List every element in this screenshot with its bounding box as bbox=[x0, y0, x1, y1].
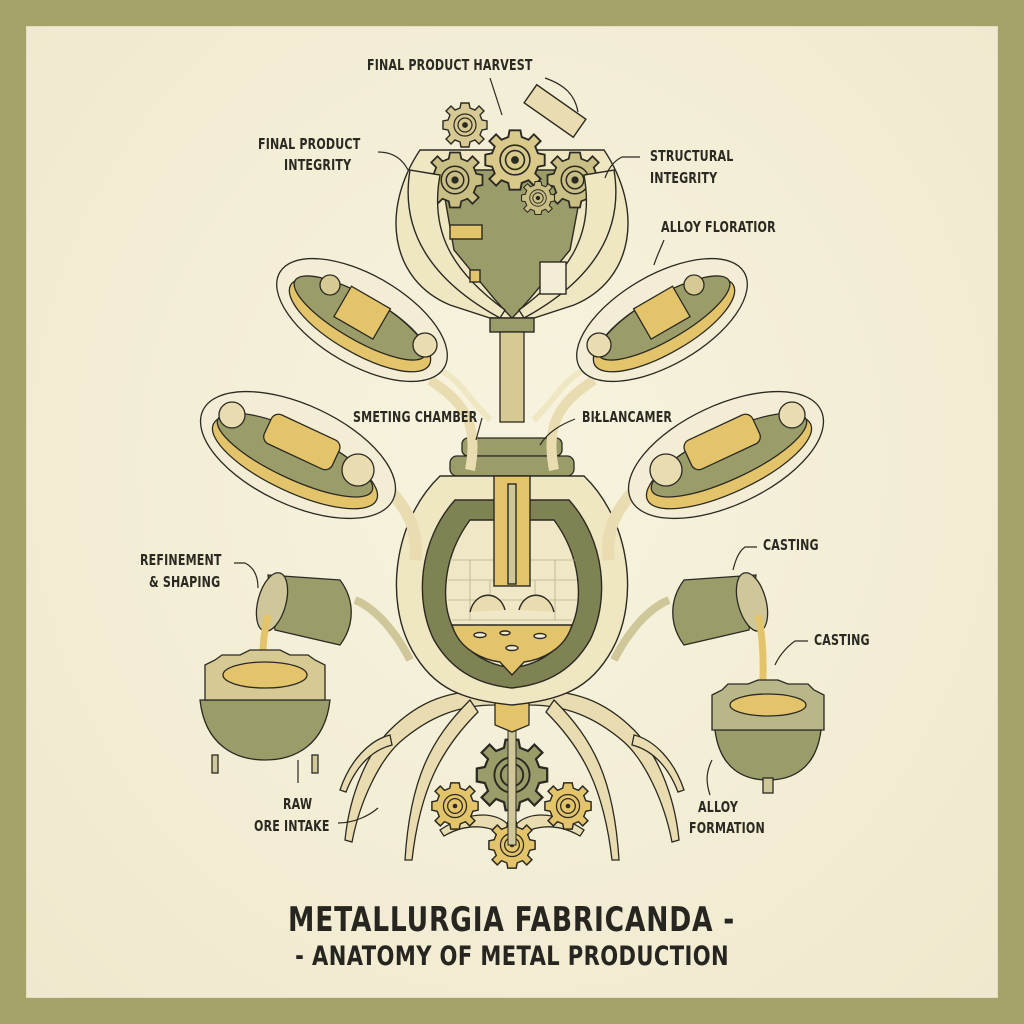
label-alloy-formation-line1: ALLOY bbox=[698, 798, 739, 816]
label-final-product-harvest: FINAL PRODUCT HARVEST bbox=[367, 56, 533, 74]
label-bilancamer: BIŁLANCAMER bbox=[582, 408, 673, 426]
right-gear-pot bbox=[711, 679, 825, 794]
poster-title: METALLURGIA FABRICANDA - bbox=[0, 900, 1024, 940]
label-smeting-chamber: SMETING CHAMBER bbox=[353, 408, 478, 426]
label-raw-ore-line1: RAW bbox=[283, 795, 313, 813]
label-alloy-floratior: ALLOY FLORATIOR bbox=[661, 218, 776, 236]
poster-title-text: METALLURGIA FABRICANDA - bbox=[288, 900, 736, 940]
label-refinement-line1: REFINEMENT bbox=[140, 551, 222, 569]
roots bbox=[339, 689, 685, 861]
left-gear-pot bbox=[199, 649, 331, 774]
central-stem bbox=[438, 331, 586, 477]
label-alloy-formation-line2: FORMATION bbox=[689, 819, 765, 837]
label-final-product-integrity-line2: INTEGRITY bbox=[284, 156, 352, 174]
poster-subtitle-text: - ANATOMY OF METAL PRODUCTION bbox=[295, 941, 729, 972]
label-refinement-line2: & SHAPING bbox=[149, 573, 221, 591]
label-structural-integrity-line2: INTEGRITY bbox=[650, 169, 718, 187]
machine-lower-left bbox=[199, 390, 397, 520]
machine-upper-left bbox=[276, 257, 448, 383]
poster-subtitle: - ANATOMY OF METAL PRODUCTION bbox=[0, 941, 1024, 972]
label-structural-integrity-line1: STRUCTURAL bbox=[650, 147, 734, 165]
top-bulb bbox=[395, 83, 629, 333]
label-final-product-integrity-line1: FINAL PRODUCT bbox=[258, 135, 361, 153]
right-crucible bbox=[672, 572, 769, 701]
label-casting-upper: CASTING bbox=[763, 536, 819, 554]
leader-lines bbox=[234, 77, 808, 824]
machine-upper-right bbox=[576, 257, 748, 383]
smelting-chamber bbox=[395, 475, 629, 706]
machine-lower-right bbox=[627, 390, 825, 520]
label-raw-ore-line2: ORE INTAKE bbox=[254, 817, 330, 835]
label-casting-lower: CASTING bbox=[814, 631, 870, 649]
